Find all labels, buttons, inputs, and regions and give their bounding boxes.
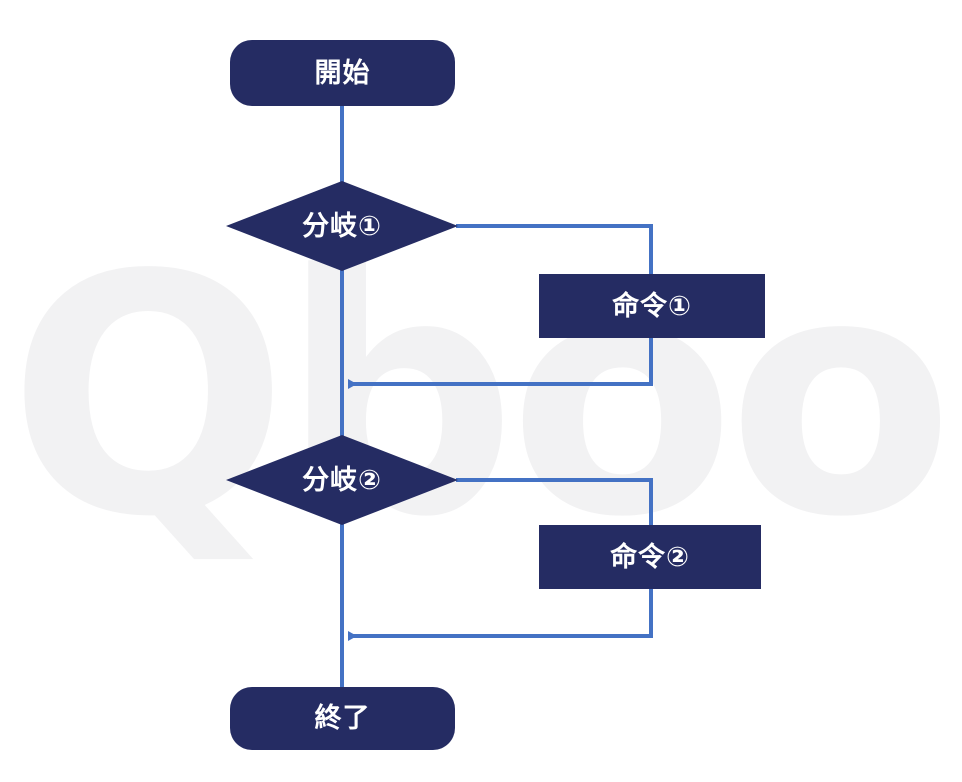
node-start-shape[interactable] xyxy=(230,40,455,106)
node-end-shape[interactable] xyxy=(230,687,455,750)
node-decision-1-shape[interactable] xyxy=(226,181,458,271)
node-process-1-shape[interactable] xyxy=(539,274,765,338)
node-group xyxy=(226,40,765,750)
connector-decision2-yes xyxy=(456,478,653,531)
connector-process2-return xyxy=(348,585,653,641)
node-process-2-shape[interactable] xyxy=(539,525,761,589)
connector-process1-return xyxy=(348,334,653,389)
connector-group xyxy=(340,106,653,690)
connector-decision1-yes xyxy=(456,224,653,280)
node-decision-2-shape[interactable] xyxy=(226,435,458,525)
